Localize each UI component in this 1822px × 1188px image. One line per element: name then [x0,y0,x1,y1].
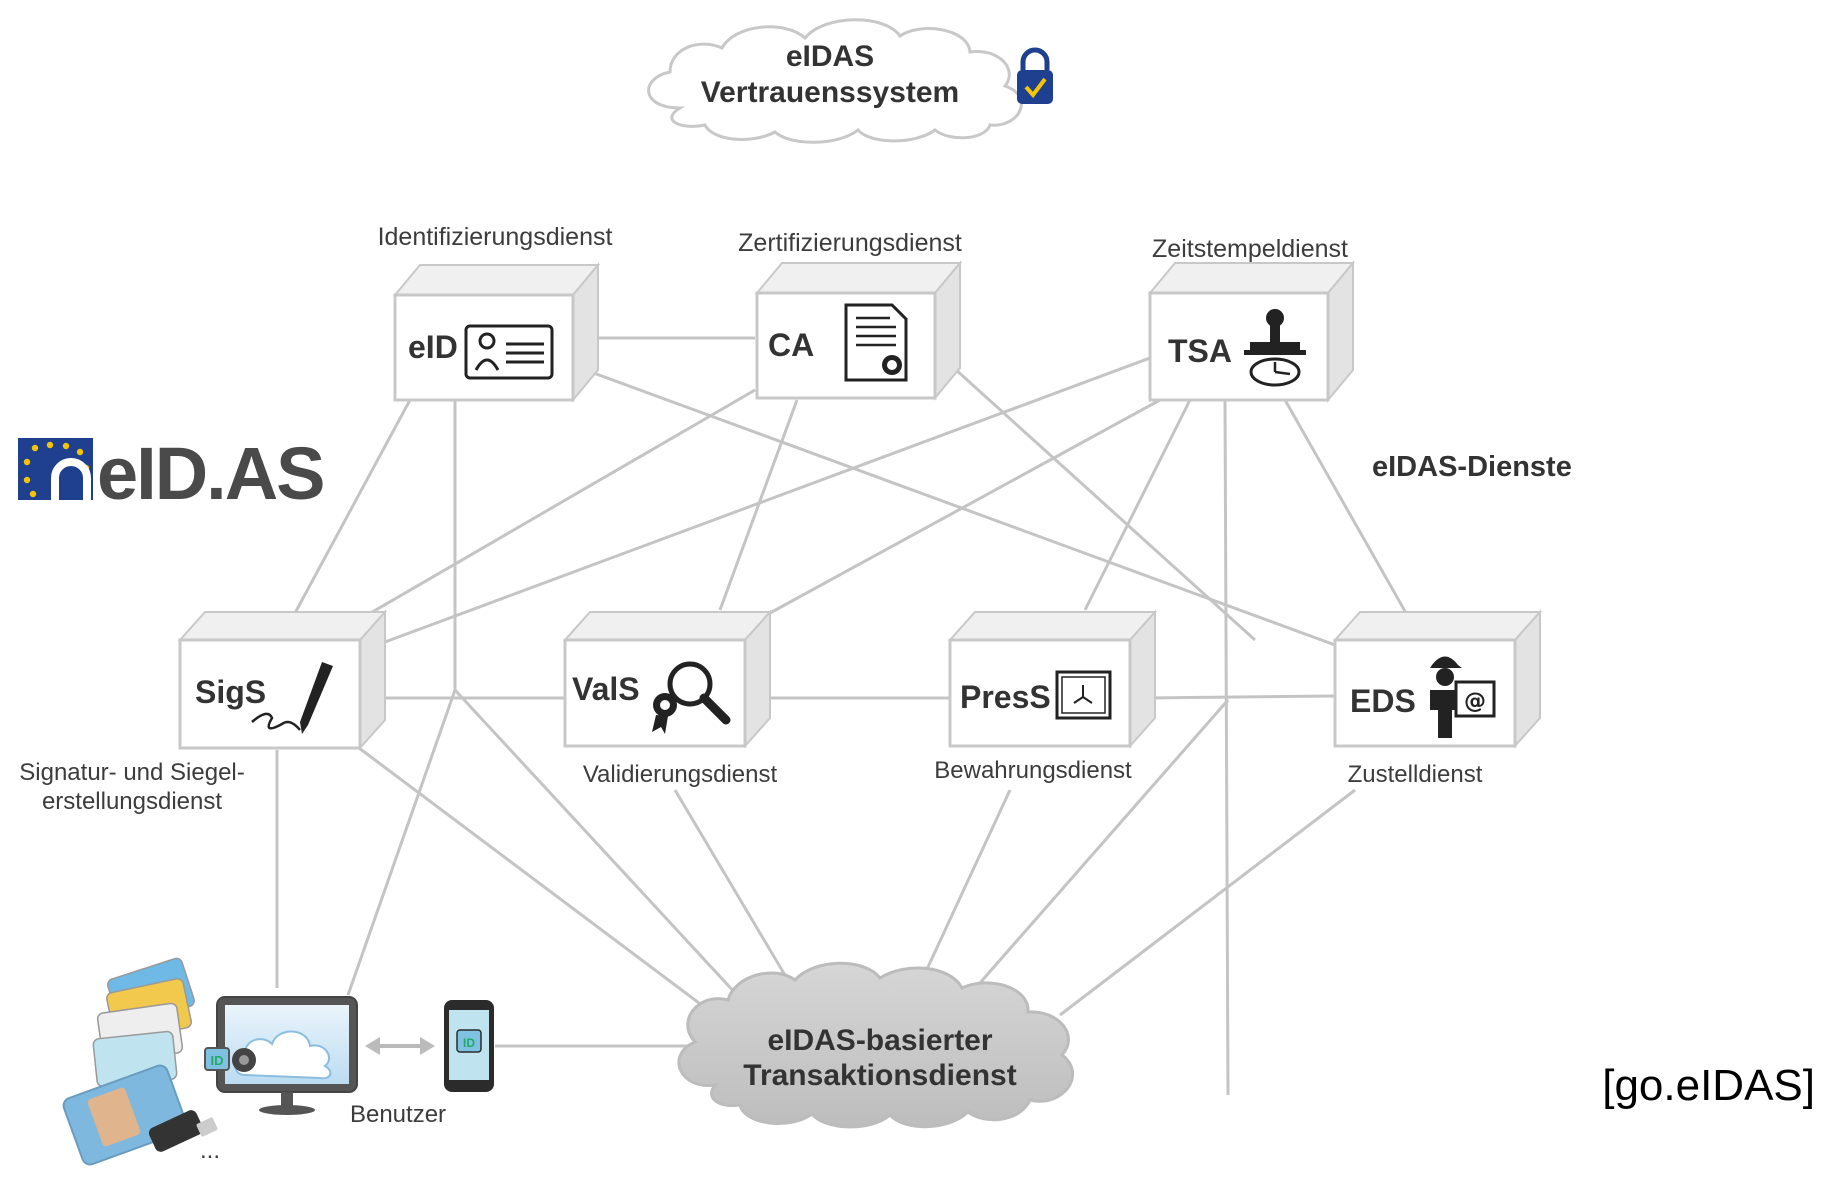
line-eid-computer [346,689,457,996]
service-sigs-caption-line1: Signatur- und Siegel- [19,759,244,786]
courier-email-icon: @ [1430,656,1496,738]
service-eds-title: EDS [1350,683,1416,719]
top-cloud-line1: eIDAS [786,40,874,73]
service-tsa-title: TSA [1168,333,1232,369]
pen-signature-icon [251,662,333,734]
transaction-cloud-line2: Transaktionsdienst [743,1059,1016,1092]
magnifier-seal-icon [652,661,731,734]
service-eid-caption: Identifizierungsdienst [378,223,613,251]
service-sigs: SigS Signatur- und Siegel- erstellungsdi… [19,609,388,815]
top-cloud-line2: Vertrauenssystem [701,76,960,109]
certificate-icon [844,303,908,382]
id-cards-icon: ... [62,957,220,1166]
line-eid-eds [579,366,1336,647]
service-ca-caption: Zertifizierungsdienst [738,229,962,257]
service-vals-title: ValS [572,671,640,707]
computer-cloud-icon: ID [204,996,358,1115]
smartphone-id-icon: ID [444,1000,494,1092]
line-press-eds [1144,694,1336,700]
service-vals: ValS Validierungsdienst [562,609,778,788]
line-ca-vals [718,399,799,611]
line-tsa-trans [963,699,1230,1001]
service-sigs-title: SigS [195,674,266,710]
eidas-logo: eID.AS [18,432,326,515]
user-area: ... ID ID Benutzer [62,957,494,1166]
line-eid-sigs [293,399,412,614]
line-ca-eds [943,358,1257,642]
service-tsa: TSA Zeitstempeldienst [1147,235,1356,403]
service-tsa-caption: Zeitstempeldienst [1152,235,1348,263]
service-sigs-caption-line2: erstellungsdienst [42,788,222,815]
service-vals-caption: Validierungsdienst [583,761,778,788]
service-ca-title: CA [768,327,814,363]
line-vals-trans [673,789,797,993]
service-press: PresS Bewahrungsdienst [934,609,1158,784]
line-tsa-press [1083,399,1192,611]
line-tsa-mid [1223,399,1230,1096]
logo-text: eID.AS [97,432,324,515]
svg-text:@: @ [1464,689,1486,714]
double-arrow-icon [365,1037,435,1055]
padlock-checkmark-icon [1017,47,1053,104]
line-tsa-eds [1283,399,1412,621]
line-tsa-vals [769,398,1161,615]
transaction-cloud: eIDAS-basierter Transaktionsdienst [677,961,1075,1129]
line-eds-trans [1059,788,1356,1017]
line-ca-sigs [361,388,756,620]
service-eid: eID Identifizierungsdienst [378,223,613,403]
service-eds: EDS @ Zustelldienst [1332,609,1543,788]
cards-more: ... [200,1137,220,1164]
stamp-clock-icon [1244,309,1306,387]
line-eid-trans [453,688,764,1024]
safe-icon [1055,670,1112,720]
line-press-trans [913,789,1012,996]
service-ca: CA Zertifizierungsdienst [738,229,963,401]
top-cloud-shape [647,18,1023,144]
eu-stars-padlock-icon [18,438,93,500]
services-heading: eIDAS-Dienste [1372,451,1572,483]
line-tsa-sigs [384,356,1151,644]
service-eds-caption: Zustelldienst [1348,761,1483,788]
service-eid-title: eID [408,329,458,365]
user-label: Benutzer [350,1101,446,1128]
line-sigs-trans [354,743,736,1032]
service-press-title: PresS [960,679,1051,715]
top-cloud: eIDAS Vertrauenssystem [647,18,1053,144]
service-press-caption: Bewahrungsdienst [934,757,1132,784]
svg-text:ID: ID [211,1053,224,1068]
connections [275,336,1412,1096]
transaction-cloud-shape [677,961,1075,1129]
transaction-cloud-line1: eIDAS-basierter [767,1024,992,1057]
id-card-icon [464,324,554,380]
source-citation: [go.eIDAS] [1602,1061,1815,1110]
svg-text:ID: ID [463,1036,475,1050]
